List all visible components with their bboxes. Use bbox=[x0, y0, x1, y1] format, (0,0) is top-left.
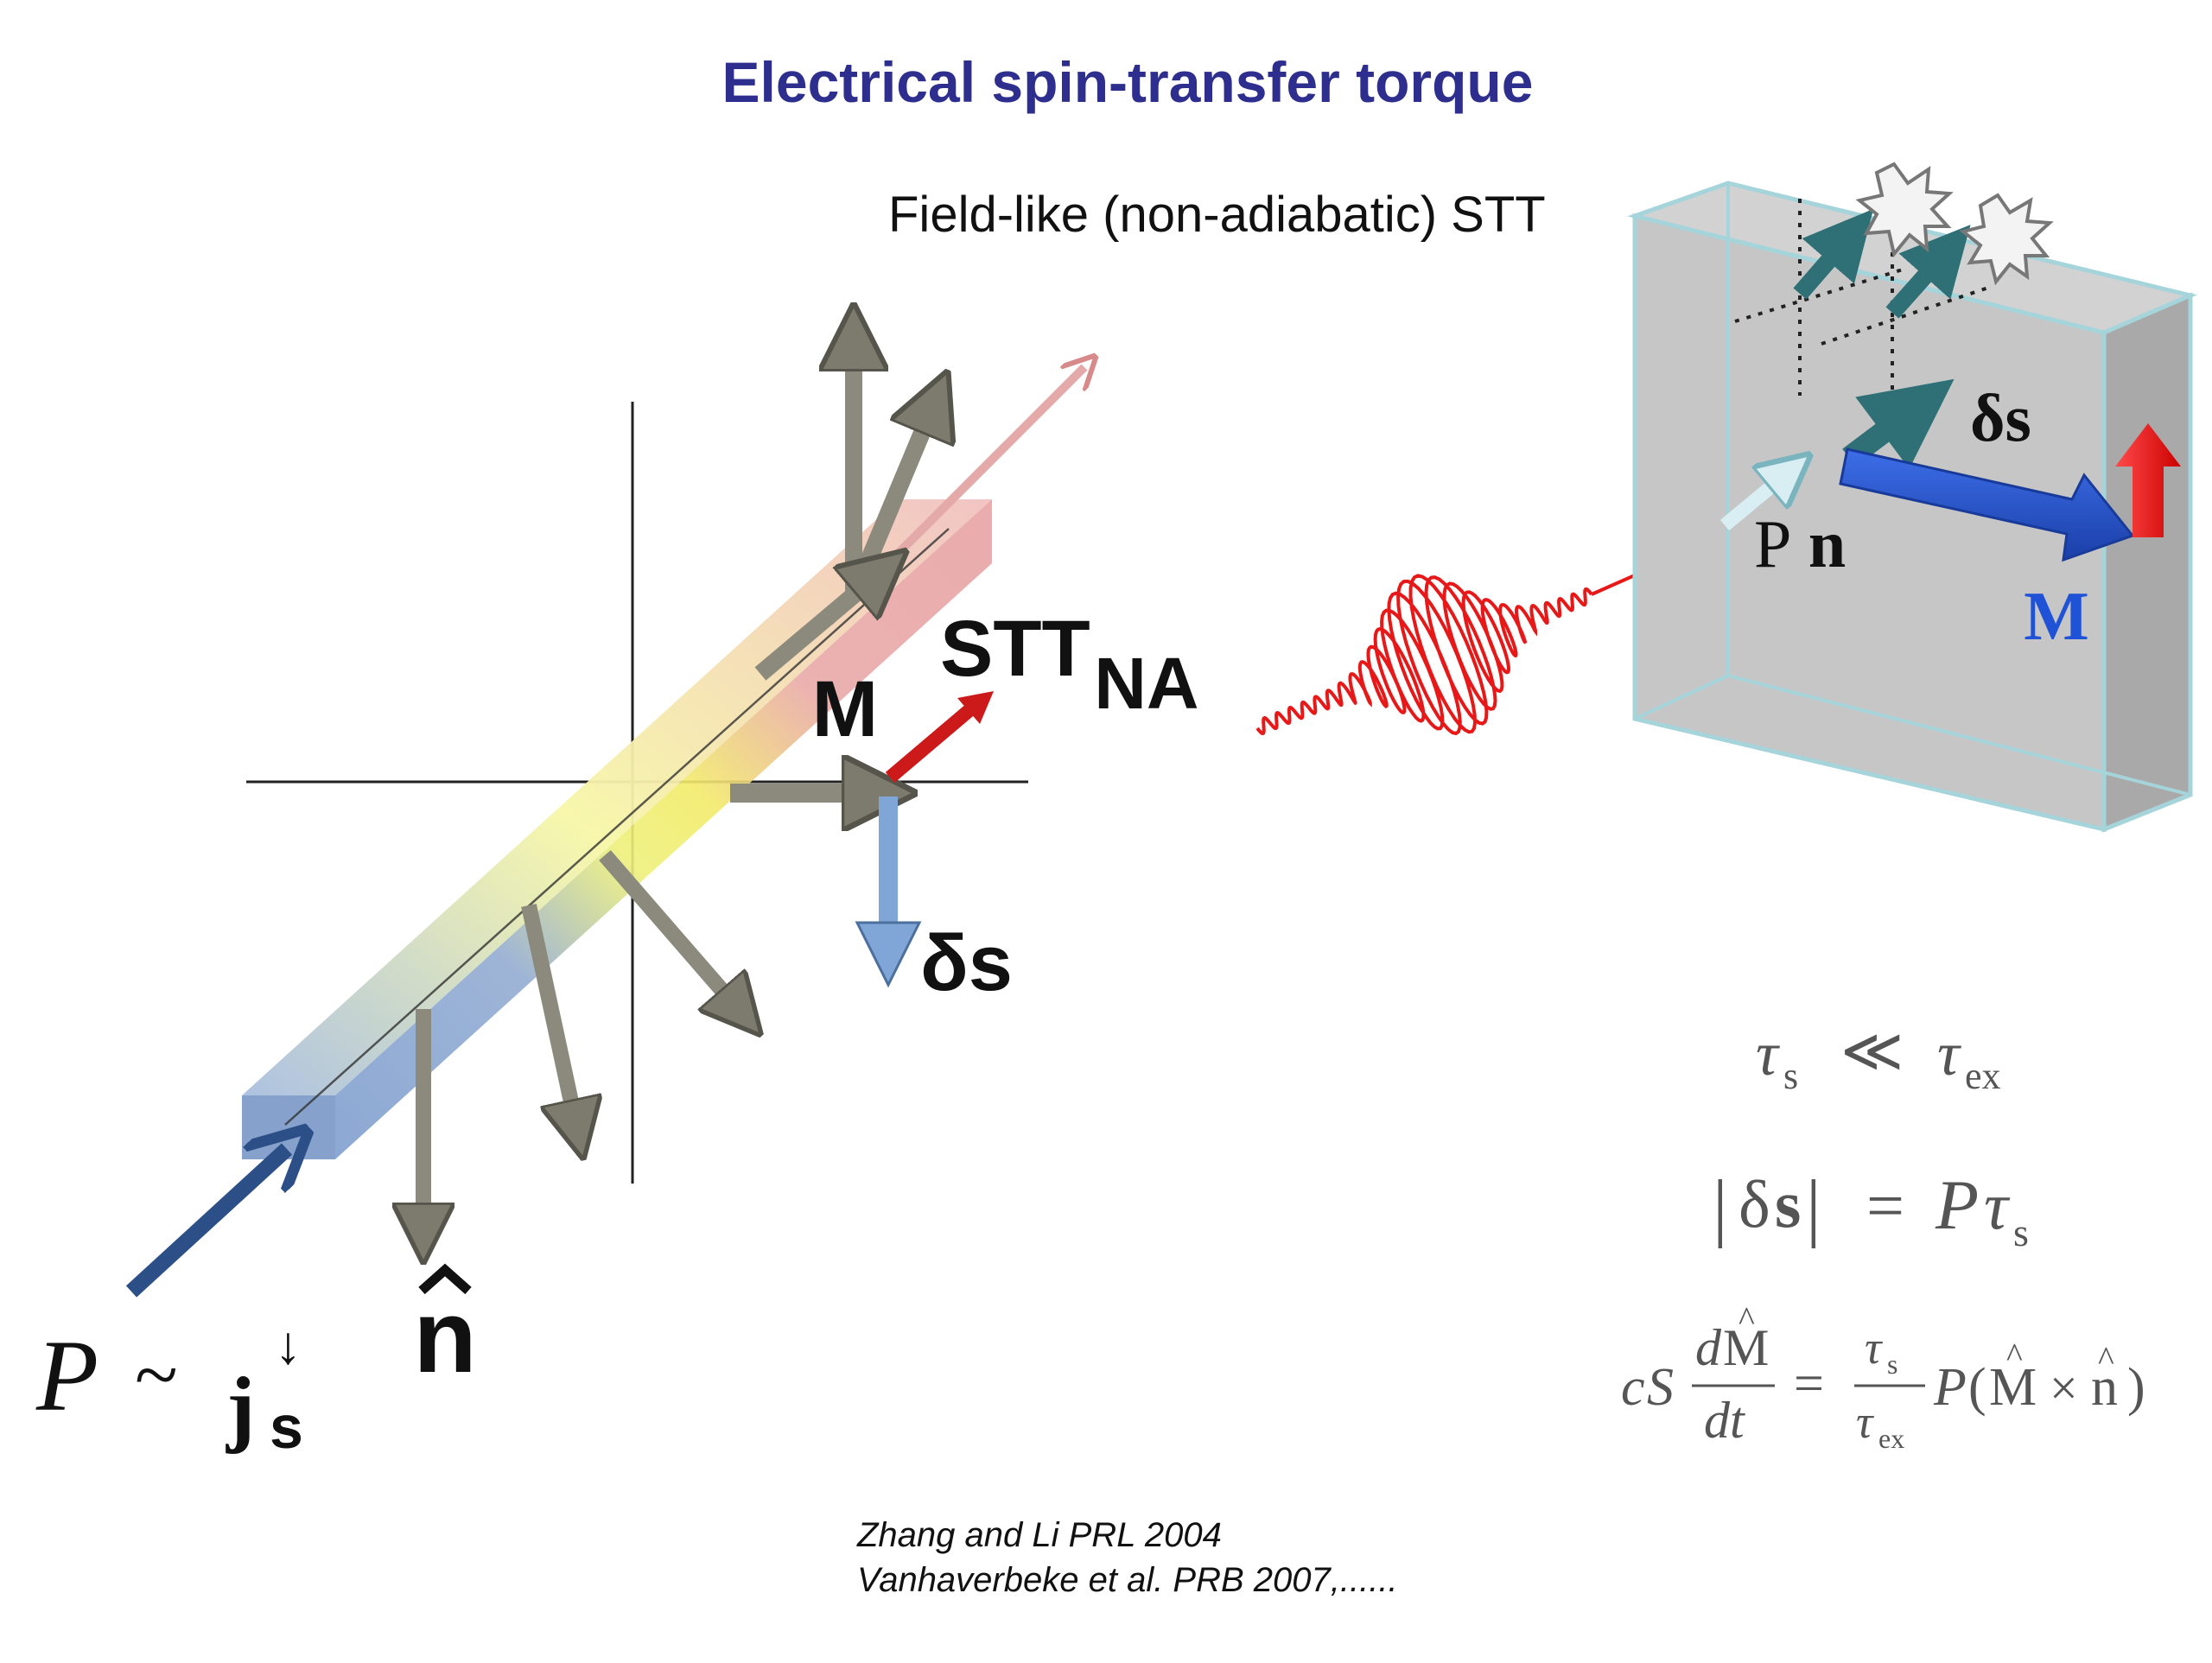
slide-title: Electrical spin-transfer torque bbox=[722, 50, 1534, 114]
equation-llg-torque: c S d M ^ dt = τ s τ ex P ( M ^ × n ^ ) bbox=[1621, 1299, 2145, 1454]
svg-text:τ: τ bbox=[1756, 1019, 1780, 1089]
svg-text:s: s bbox=[1887, 1349, 1897, 1380]
svg-text:M: M bbox=[1723, 1319, 1769, 1376]
svg-text:|: | bbox=[1806, 1165, 1821, 1249]
svg-text:δ: δ bbox=[1738, 1166, 1770, 1241]
svg-text:s: s bbox=[2013, 1210, 2029, 1254]
svg-text:τ: τ bbox=[1937, 1019, 1961, 1089]
n-hat-label: n bbox=[413, 1279, 476, 1394]
stt-label: STT NA bbox=[940, 605, 1199, 724]
m-blue-arrow bbox=[1839, 447, 2135, 562]
teal-arrow-left bbox=[1793, 208, 1874, 300]
red-up-arrow bbox=[2115, 423, 2181, 537]
stt-red-arrowhead bbox=[957, 691, 994, 724]
spin-current-arrow bbox=[125, 1149, 287, 1298]
svg-text:s: s bbox=[1783, 1055, 1798, 1097]
svg-text:^: ^ bbox=[1738, 1299, 1755, 1338]
svg-text:=: = bbox=[1866, 1168, 1904, 1243]
grey-arrow-mid bbox=[754, 572, 881, 681]
svg-text:s: s bbox=[1775, 1166, 1801, 1241]
burst-icon bbox=[1855, 162, 1954, 258]
svg-text:j: j bbox=[226, 1359, 255, 1455]
left-diagram: M STT NA δs n P ~ j ↓ s bbox=[35, 337, 1199, 1461]
ds-blue-arrowhead bbox=[855, 921, 922, 988]
svg-text:~: ~ bbox=[135, 1330, 178, 1419]
n-hat-caret bbox=[418, 1263, 472, 1295]
grey-arrow-lower-right bbox=[599, 850, 741, 1012]
wave-packet-path bbox=[1255, 574, 1593, 736]
svg-text:τ: τ bbox=[1856, 1396, 1874, 1448]
field-like-heading: Field-like (non-adiabatic) STT bbox=[888, 187, 1546, 243]
right-diagram: Field-like (non-adiabatic) STT bbox=[888, 162, 2197, 833]
stt-red-arrow bbox=[885, 704, 975, 784]
equations: τ s ≪ τ ex | δ s | = P τ s c S d M ^ dt … bbox=[1621, 1019, 2145, 1454]
svg-text:^: ^ bbox=[2006, 1336, 2023, 1374]
svg-text:c: c bbox=[1621, 1358, 1645, 1417]
svg-text:d: d bbox=[1695, 1319, 1722, 1376]
ds-label: δs bbox=[920, 919, 1013, 1007]
svg-text:n: n bbox=[2091, 1358, 2118, 1417]
svg-text:τ: τ bbox=[1984, 1168, 2011, 1243]
reference-2: Vanhaverbeke et al. PRB 2007,...... bbox=[857, 1561, 1398, 1599]
pn-label: P n bbox=[1754, 506, 1846, 581]
svg-text:S: S bbox=[1647, 1358, 1674, 1417]
pn-arrow bbox=[1719, 471, 1790, 531]
svg-text:ex: ex bbox=[1878, 1423, 1904, 1454]
svg-text:s: s bbox=[270, 1393, 303, 1461]
right-ds-label: δs bbox=[1970, 380, 2031, 455]
m-label: M bbox=[812, 665, 879, 753]
teal-arrow-right bbox=[1885, 225, 1971, 319]
svg-text:↓: ↓ bbox=[275, 1317, 302, 1375]
svg-text:P: P bbox=[35, 1319, 99, 1432]
equation-ds-magnitude: | δ s | = P τ s bbox=[1713, 1165, 2029, 1254]
p-current-formula: P ~ j ↓ s bbox=[35, 1317, 303, 1461]
svg-text:τ: τ bbox=[1865, 1322, 1883, 1374]
right-m-label: M bbox=[2024, 579, 2089, 655]
grey-arrow-lower bbox=[521, 904, 577, 1130]
references: Zhang and Li PRL 2004 Vanhaverbeke et al… bbox=[856, 1516, 1398, 1599]
svg-text:|: | bbox=[1713, 1165, 1728, 1249]
ds-teal-arrow bbox=[1842, 378, 1955, 469]
svg-text:=: = bbox=[1794, 1355, 1824, 1413]
svg-text:P: P bbox=[1933, 1358, 1967, 1417]
svg-text:×: × bbox=[2050, 1360, 2078, 1416]
svg-text:M: M bbox=[1989, 1358, 2037, 1417]
svg-text:ex: ex bbox=[1965, 1055, 2001, 1097]
svg-text:): ) bbox=[2127, 1358, 2145, 1417]
svg-text:(: ( bbox=[1968, 1358, 1986, 1417]
svg-text:dt: dt bbox=[1704, 1392, 1745, 1449]
svg-text:≪: ≪ bbox=[1840, 1019, 1904, 1085]
svg-text:P: P bbox=[1935, 1165, 1979, 1244]
equation-timescale: τ s ≪ τ ex bbox=[1756, 1019, 2001, 1097]
reference-1: Zhang and Li PRL 2004 bbox=[856, 1516, 1222, 1554]
burst-icon bbox=[1959, 193, 2054, 286]
svg-text:^: ^ bbox=[2098, 1339, 2114, 1378]
